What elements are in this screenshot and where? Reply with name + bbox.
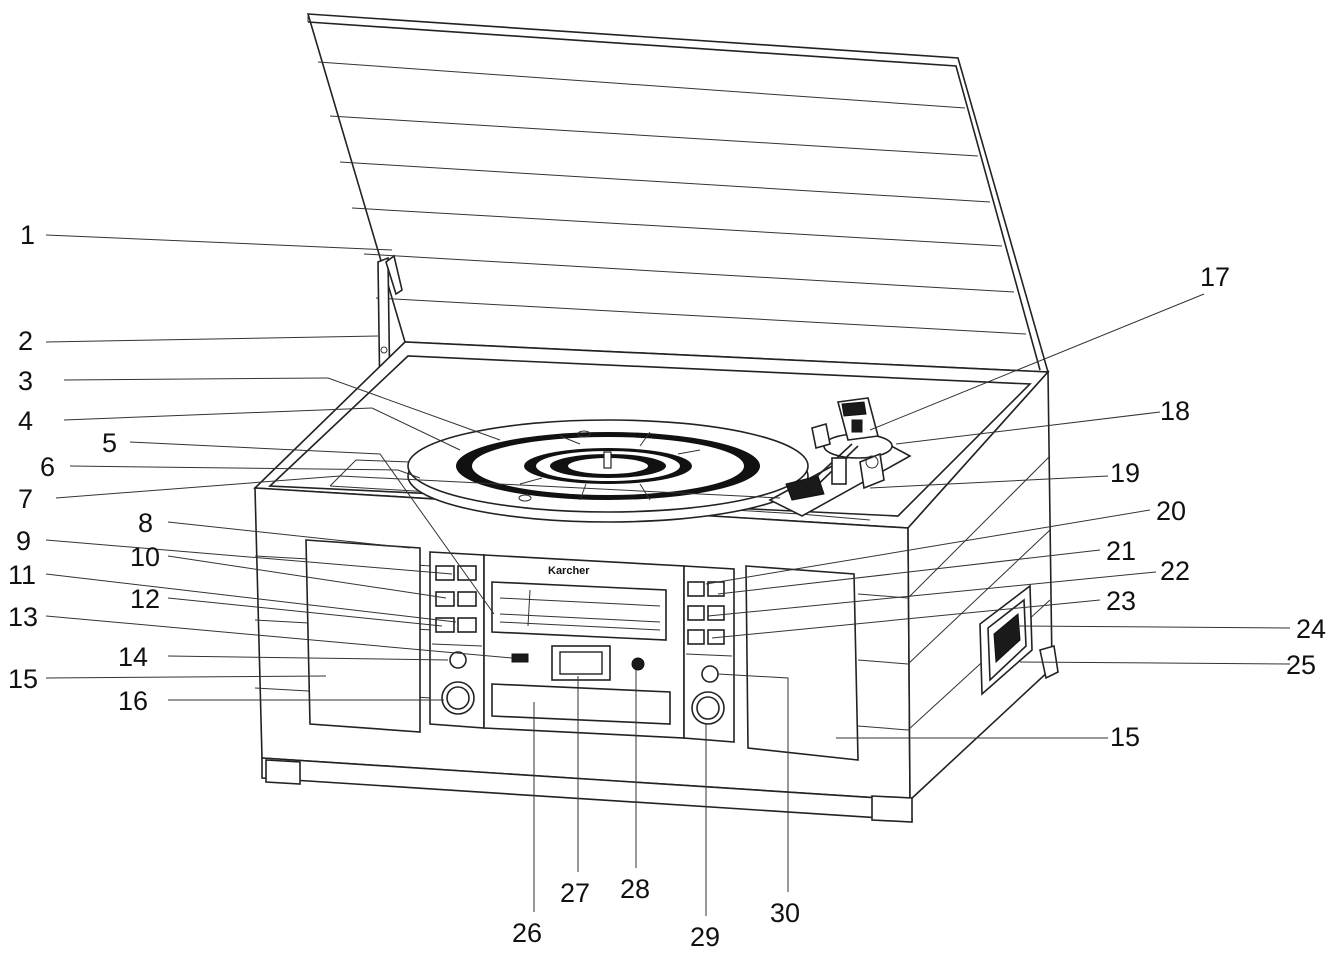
callout-19: 19 (1110, 458, 1140, 488)
callout-22: 22 (1160, 556, 1190, 586)
small-knob[interactable] (449, 651, 467, 669)
lcd-display (551, 645, 611, 681)
callout-28: 28 (620, 874, 650, 904)
right-control-panel (683, 565, 735, 743)
callout-2: 2 (18, 326, 33, 356)
callout-15-right: 15 (1110, 722, 1140, 752)
callout-9: 9 (16, 526, 31, 556)
callout-7: 7 (18, 484, 33, 514)
callout-29: 29 (690, 922, 720, 952)
callout-1: 1 (20, 220, 35, 250)
callout-24: 24 (1296, 614, 1326, 644)
callout-16: 16 (118, 686, 148, 716)
right-speaker-grille (745, 565, 859, 761)
turntable-platter (407, 419, 809, 523)
tone-arm-assembly (768, 397, 912, 517)
headphone-jack[interactable] (631, 657, 645, 671)
callout-13: 13 (8, 602, 38, 632)
callout-6: 6 (40, 452, 55, 482)
panel-button[interactable] (687, 629, 705, 645)
callout-leader-lines (45, 234, 1291, 916)
left-control-panel (429, 551, 485, 729)
cd-slot[interactable] (491, 683, 671, 725)
callout-20: 20 (1156, 496, 1186, 526)
callout-3: 3 (18, 366, 33, 396)
callout-5: 5 (102, 428, 117, 458)
side-cassette-deck (979, 584, 1033, 696)
callout-4: 4 (18, 406, 33, 436)
dust-cover-lid (306, 13, 1050, 373)
callout-23: 23 (1106, 586, 1136, 616)
panel-button[interactable] (435, 591, 455, 607)
callout-11: 11 (8, 560, 36, 590)
panel-button[interactable] (687, 581, 705, 597)
panel-button[interactable] (707, 605, 725, 621)
callout-10: 10 (130, 542, 160, 572)
panel-button[interactable] (457, 617, 477, 633)
panel-button[interactable] (457, 591, 477, 607)
left-speaker-grille (305, 539, 421, 733)
callout-17: 17 (1200, 262, 1230, 292)
callout-26: 26 (512, 918, 542, 948)
callout-21: 21 (1106, 536, 1136, 566)
callout-8: 8 (138, 508, 153, 538)
usb-port[interactable] (511, 653, 529, 663)
brand-label: Karcher (548, 565, 590, 577)
panel-button[interactable] (687, 605, 705, 621)
callout-15-left: 15 (8, 664, 38, 694)
callout-25: 25 (1286, 650, 1316, 680)
callout-12: 12 (130, 584, 160, 614)
center-control-panel: Karcher (483, 554, 685, 739)
callout-numbers: 1 2 3 4 5 6 7 8 9 10 11 12 13 14 15 16 1… (8, 220, 1326, 952)
callout-30: 30 (770, 898, 800, 928)
callout-27: 27 (560, 878, 590, 908)
small-knob[interactable] (701, 665, 719, 683)
callout-18: 18 (1160, 396, 1190, 426)
callout-14: 14 (118, 642, 148, 672)
